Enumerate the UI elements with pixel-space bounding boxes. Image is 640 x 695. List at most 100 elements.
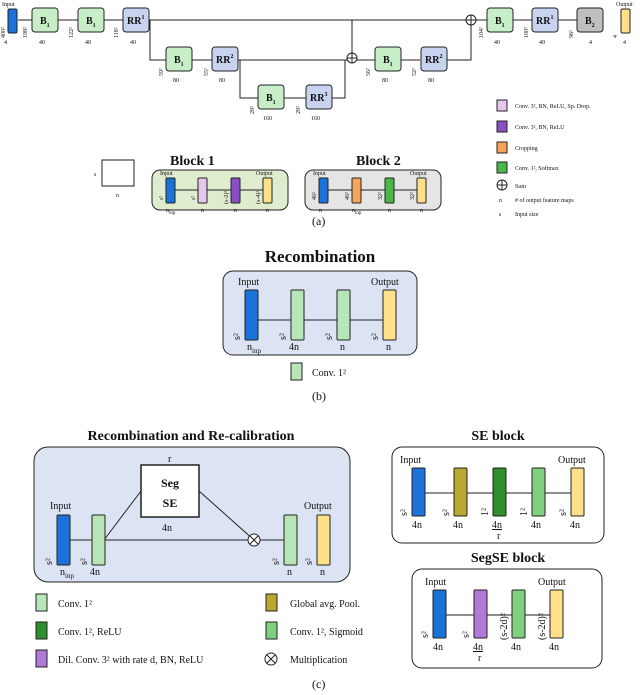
caption-a: (a) xyxy=(312,214,325,228)
legend-a: Conv. 3², BN, ReLU, Sp. Drop. Conv. 3², … xyxy=(496,99,591,218)
block1-output-bar xyxy=(262,177,273,204)
size-label: s² xyxy=(79,558,90,565)
legend-c: Conv. 1² Conv. 1², ReLU Dil. Conv. 3² wi… xyxy=(35,593,363,668)
segse-block-title: SegSE block xyxy=(471,551,546,566)
block2-input-label: Input xyxy=(313,171,326,177)
block-maps: 4 xyxy=(589,40,592,46)
block-maps: 80 xyxy=(219,78,225,84)
size-label: 1² xyxy=(480,508,491,516)
maps-label: 4n xyxy=(289,342,299,353)
block1-size: s² xyxy=(191,196,197,200)
size-label: s² xyxy=(324,333,335,340)
size-label: s² xyxy=(271,558,282,565)
svg-text:B1: B1 xyxy=(266,93,276,106)
legend-swatch xyxy=(265,593,278,612)
block2-n-inp: n xyxy=(319,208,322,214)
input-bar xyxy=(7,8,18,34)
size-label: s² xyxy=(420,631,431,638)
legend-swatch xyxy=(265,621,278,640)
panel-a: Input 4 B1 40 B1 40 RR1 40 B1 80 RR2 80 xyxy=(1,2,633,228)
r-label: r xyxy=(478,653,482,664)
legend-label: Conv. 3², BN, ReLU xyxy=(515,125,565,131)
legend-symbol: s xyxy=(499,212,502,218)
block1-conv-relu-bar xyxy=(230,177,241,204)
size-label: 118² xyxy=(114,27,120,38)
size-label: 4 xyxy=(613,35,619,38)
block1-input-label: Input xyxy=(160,171,173,177)
output-bar xyxy=(620,8,631,34)
block-b1-f: B1 40 xyxy=(486,7,514,46)
segse-label: SE xyxy=(163,496,178,510)
svg-text:B2: B2 xyxy=(585,16,595,29)
size-label: s² xyxy=(441,509,452,516)
legend-label: Conv. 1², Sigmoid xyxy=(290,627,363,638)
legend-label: Cropping xyxy=(515,146,538,152)
size-label: s² xyxy=(278,333,289,340)
block2-title: Block 2 xyxy=(356,154,401,169)
key-s: s xyxy=(94,172,97,178)
legend-label: Conv. 1² xyxy=(312,368,346,379)
block1-n: n xyxy=(201,208,204,214)
caption-c: (c) xyxy=(312,677,325,691)
block1-title: Block 1 xyxy=(170,154,215,169)
segse-block: SegSE block Input Output 4n 4n r 4n 4n s… xyxy=(411,551,603,669)
conv1-bar xyxy=(290,289,305,341)
block-maps: 40 xyxy=(539,40,545,46)
size-label: 59² xyxy=(159,68,165,76)
svg-text:RR2: RR2 xyxy=(216,54,233,66)
bottom-path-line xyxy=(239,60,346,99)
n-inp: ninp xyxy=(247,342,261,355)
block1-size: s² xyxy=(159,196,165,200)
size-label: 198² xyxy=(23,27,29,38)
block-b1-c: B1 80 xyxy=(165,46,193,84)
legend-swatch xyxy=(35,593,48,612)
input-label: Input xyxy=(2,2,15,8)
svg-text:B1: B1 xyxy=(86,16,96,29)
block2-size: 32² xyxy=(410,192,416,200)
input-bar xyxy=(56,514,71,566)
panel-c: Recombination and Re-calibration Seg SE … xyxy=(33,429,363,691)
sum-cross xyxy=(466,15,476,25)
sigmoid-bar xyxy=(511,589,526,639)
key-n: n xyxy=(116,193,119,199)
size-label: s² xyxy=(44,558,55,565)
from-segse-line xyxy=(198,490,255,541)
input-bar xyxy=(411,467,426,517)
maps-label: 4n xyxy=(453,520,463,531)
output-label: Output xyxy=(371,277,399,288)
maps-label: 4n xyxy=(570,520,580,531)
maps-label: n xyxy=(287,567,292,578)
panel-b: Recombination Input Output ninp 4n n n s… xyxy=(222,247,418,403)
output-bar xyxy=(549,589,564,639)
maps-label: n xyxy=(320,567,325,578)
legend-label: Conv. 3², BN, ReLU, Sp. Drop. xyxy=(515,104,591,110)
legend-label: Multiplication xyxy=(290,655,347,666)
legend-swatch xyxy=(290,362,303,381)
conv-relu-bar xyxy=(492,467,507,517)
size-label: 400² xyxy=(1,27,7,38)
block-b2: B2 4 xyxy=(576,7,604,46)
segse-box xyxy=(140,464,200,518)
r-label: r xyxy=(168,454,172,465)
block-rr3: RR3 160 xyxy=(305,84,333,122)
sum-cross xyxy=(347,53,357,63)
n-inp: ninp xyxy=(60,567,74,580)
output-label: Output xyxy=(558,455,586,466)
size-label: 122² xyxy=(69,27,75,38)
legend-label: Sum xyxy=(515,184,526,190)
block2-cropping-bar xyxy=(351,177,362,204)
input-label: Input xyxy=(425,577,446,588)
conv1-bar xyxy=(283,514,298,566)
maps-label: 4n xyxy=(511,642,521,653)
block2-n-inp: ninp xyxy=(352,208,362,216)
legend-label: Conv. 1² xyxy=(58,599,92,610)
svg-text:RR1: RR1 xyxy=(127,15,144,27)
svg-text:RR1: RR1 xyxy=(536,15,553,27)
segse-label: Seg xyxy=(161,476,179,490)
block-b1-e: B1 80 xyxy=(374,46,402,84)
svg-text:B1: B1 xyxy=(495,16,505,29)
size-label: 100² xyxy=(524,27,530,38)
block-maps: 40 xyxy=(39,40,45,46)
block1-n: n xyxy=(266,208,269,214)
block-b1-a: B1 40 xyxy=(31,7,59,46)
